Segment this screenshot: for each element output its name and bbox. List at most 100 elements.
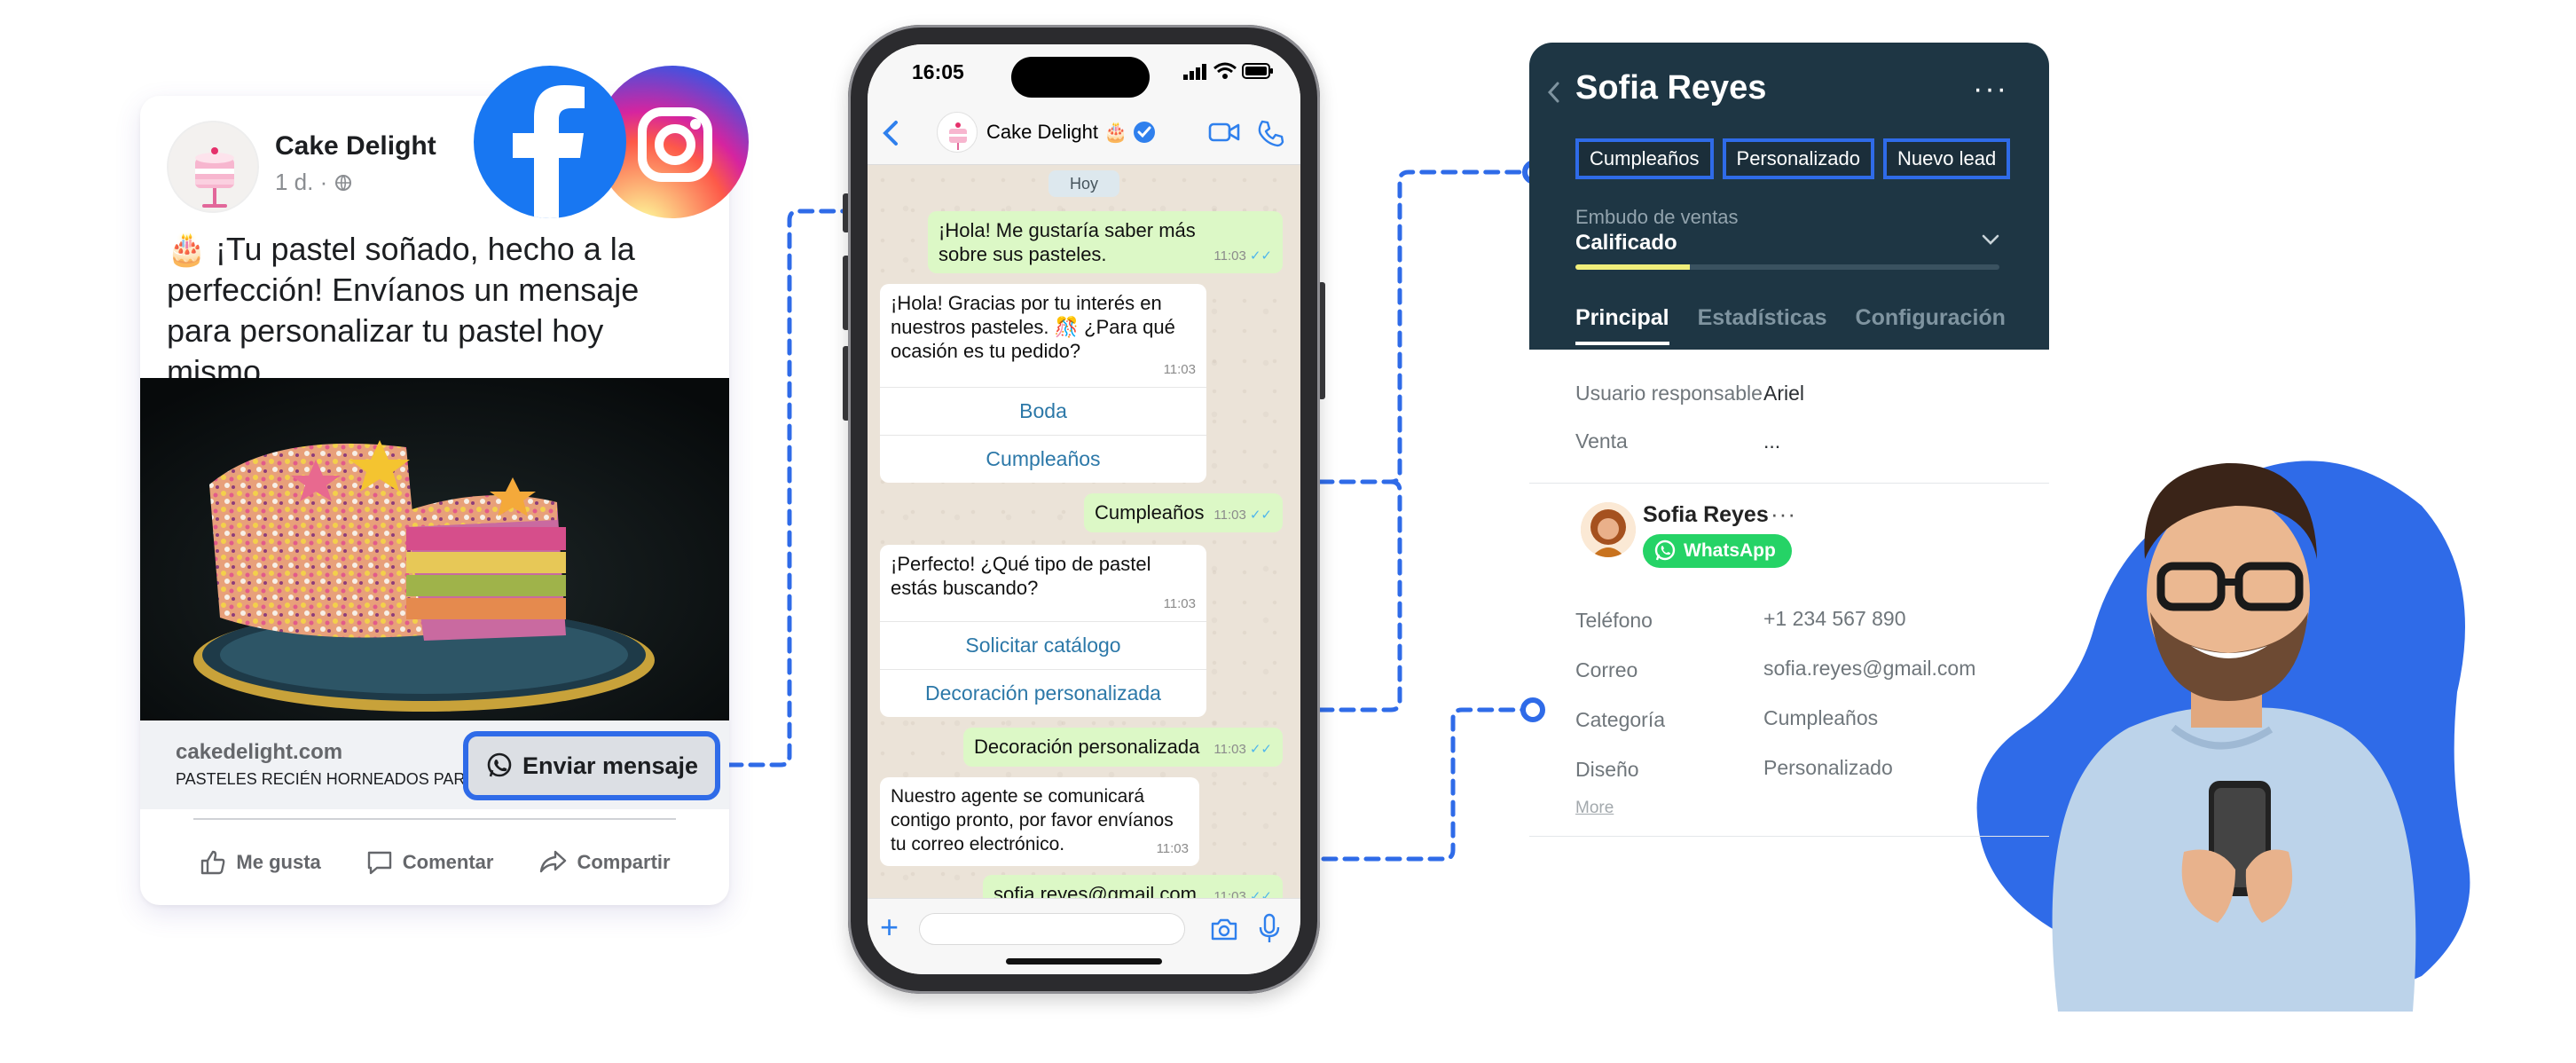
field-value-telefono[interactable]: +1 234 567 890 xyxy=(1763,607,1906,630)
video-call-icon[interactable] xyxy=(1208,121,1240,144)
like-button[interactable]: Me gusta xyxy=(199,848,321,877)
chevron-down-icon[interactable] xyxy=(1980,231,2001,248)
hands xyxy=(2181,849,2293,923)
message-text: Decoración personalizada xyxy=(974,736,1200,758)
connector-chat-to-tags xyxy=(1317,169,1537,484)
tag-personalizado[interactable]: Personalizado xyxy=(1722,138,1874,179)
arm-right xyxy=(2253,816,2368,941)
message-out-2: Cumpleaños 11:03✓✓ xyxy=(1084,493,1283,532)
message-text: Nuestro agente se comunicará contigo pro… xyxy=(891,786,1174,854)
arm-left xyxy=(2085,816,2209,941)
field-value-diseno[interactable]: Personalizado xyxy=(1763,756,1893,779)
link-tagline: PASTELES RECIÉN HORNEADOS PARA TI xyxy=(176,770,494,788)
message-time: 11:03✓✓ xyxy=(1213,244,1272,268)
crm-header: Sofia Reyes ··· Cumpleaños Personalizado… xyxy=(1529,43,2049,350)
tab-principal[interactable]: Principal xyxy=(1575,305,1669,345)
tag-cumpleanos[interactable]: Cumpleaños xyxy=(1575,138,1714,179)
chat-avatar[interactable] xyxy=(937,112,978,153)
microphone-icon[interactable] xyxy=(1258,913,1281,945)
message-time: 11:03 xyxy=(1163,362,1196,377)
quick-reply-solicitar-catalogo[interactable]: Solicitar catálogo xyxy=(880,621,1206,667)
sale-label: Venta xyxy=(1575,429,1628,453)
connector-email-to-fields xyxy=(1321,707,1535,862)
chat-area[interactable]: Hoy ¡Hola! Me gustaría saber más sobre s… xyxy=(868,165,1300,914)
crm-contact-name: Sofia Reyes xyxy=(1575,69,1767,106)
facebook-icon xyxy=(513,85,585,218)
tab-configuracion[interactable]: Configuración xyxy=(1855,305,2006,330)
message-time: 11:03✓✓ xyxy=(1213,503,1272,527)
quick-reply-boda[interactable]: Boda xyxy=(880,387,1206,433)
page-avatar[interactable] xyxy=(167,121,259,213)
field-label-correo: Correo xyxy=(1575,658,1638,681)
message-text: ¡Perfecto! ¿Qué tipo de pastel estás bus… xyxy=(891,553,1151,599)
share-button[interactable]: Compartir xyxy=(538,848,671,877)
connector-post-to-chat xyxy=(726,209,971,768)
cake-photo xyxy=(140,378,729,720)
field-label-telefono: Teléfono xyxy=(1575,609,1653,632)
crm-contact-panel: Sofia Reyes ··· Cumpleaños Personalizado… xyxy=(1529,43,2049,859)
sales-funnel-progress xyxy=(1575,264,1999,270)
crm-more-menu[interactable]: ··· xyxy=(1973,72,2008,106)
message-in-3: Nuestro agente se comunicará contigo pro… xyxy=(880,777,1199,866)
back-arrow-icon[interactable] xyxy=(1545,80,1563,105)
section-divider xyxy=(1529,836,2049,837)
hair xyxy=(2144,462,2317,559)
sale-value[interactable]: ... xyxy=(1763,429,1781,453)
crm-tabs: Principal Estadísticas Configuración xyxy=(1575,305,2006,345)
sales-funnel-progress-fill xyxy=(1575,264,1691,270)
woman-avatar xyxy=(1581,502,1636,557)
camera-icon[interactable] xyxy=(1210,917,1238,941)
tab-estadisticas[interactable]: Estadísticas xyxy=(1697,305,1827,330)
read-receipt-icon: ✓✓ xyxy=(1249,248,1272,264)
wifi-icon xyxy=(1213,62,1237,79)
send-message-label: Enviar mensaje xyxy=(522,752,699,779)
contact-more-menu[interactable]: ··· xyxy=(1771,500,1796,527)
facebook-badge xyxy=(474,66,626,218)
whatsapp-channel-badge[interactable]: WhatsApp xyxy=(1643,534,1792,568)
verified-badge-icon xyxy=(1134,122,1156,143)
contact-name[interactable]: Sofia Reyes xyxy=(1643,502,1769,527)
message-in-1: ¡Hola! Gracias por tu interés en nuestro… xyxy=(880,284,1206,483)
message-time: 11:03 xyxy=(1163,596,1196,611)
dynamic-island xyxy=(1011,57,1150,98)
send-message-button[interactable]: Enviar mensaje xyxy=(463,731,720,800)
signal-icon xyxy=(1183,64,1206,80)
sales-funnel-label: Embudo de ventas xyxy=(1575,206,1739,228)
responsible-user-value[interactable]: Ariel xyxy=(1763,382,1805,405)
message-text: ¡Hola! Me gustaría saber más sobre sus p… xyxy=(939,219,1196,265)
link-preview[interactable]: cakedelight.com PASTELES RECIÉN HORNEADO… xyxy=(140,720,729,809)
quick-reply-decoracion-personalizada[interactable]: Decoración personalizada xyxy=(880,669,1206,715)
contact-avatar[interactable] xyxy=(1581,502,1636,557)
whatsapp-icon xyxy=(1654,539,1676,561)
post-cake-image[interactable] xyxy=(140,378,729,720)
phone-call-icon[interactable] xyxy=(1256,119,1284,147)
instagram-icon xyxy=(638,107,712,182)
comment-button[interactable]: Comentar xyxy=(365,848,494,877)
more-fields-link[interactable]: More xyxy=(1575,799,1614,817)
channel-label: WhatsApp xyxy=(1684,540,1776,561)
field-value-correo[interactable]: sofia.reyes@gmail.com xyxy=(1763,657,1976,680)
quick-reply-cumpleanos[interactable]: Cumpleaños xyxy=(880,435,1206,481)
share-label: Compartir xyxy=(577,851,671,873)
page-name[interactable]: Cake Delight xyxy=(275,131,436,161)
whatsapp-screen: 16:05 xyxy=(868,44,1300,974)
share-icon xyxy=(540,850,567,873)
thumbs-up-icon xyxy=(201,850,225,875)
comment-label: Comentar xyxy=(402,851,494,873)
attach-plus-icon[interactable]: + xyxy=(880,909,899,945)
post-meta: 1 d. · xyxy=(275,169,352,196)
field-value-categoria[interactable]: Cumpleaños xyxy=(1763,706,1879,729)
actions-divider xyxy=(193,818,676,820)
message-out-1: ¡Hola! Me gustaría saber más sobre sus p… xyxy=(928,211,1283,273)
phone-frame: 16:05 xyxy=(848,25,1320,994)
tag-nuevo-lead[interactable]: Nuevo lead xyxy=(1882,138,2011,179)
message-text: Cumpleaños xyxy=(1095,501,1205,524)
facebook-post-card: Cake Delight 1 d. · 🎂 ¡Tu pastel soñado,… xyxy=(140,96,729,905)
smile xyxy=(2191,646,2267,658)
glasses-right xyxy=(2234,562,2304,611)
sales-funnel-stage[interactable]: Calificado xyxy=(1575,231,1677,255)
message-input[interactable] xyxy=(919,913,1185,945)
back-arrow-icon[interactable] xyxy=(878,117,905,149)
chat-title[interactable]: Cake Delight 🎂 xyxy=(986,121,1156,144)
section-divider xyxy=(1529,483,2049,484)
